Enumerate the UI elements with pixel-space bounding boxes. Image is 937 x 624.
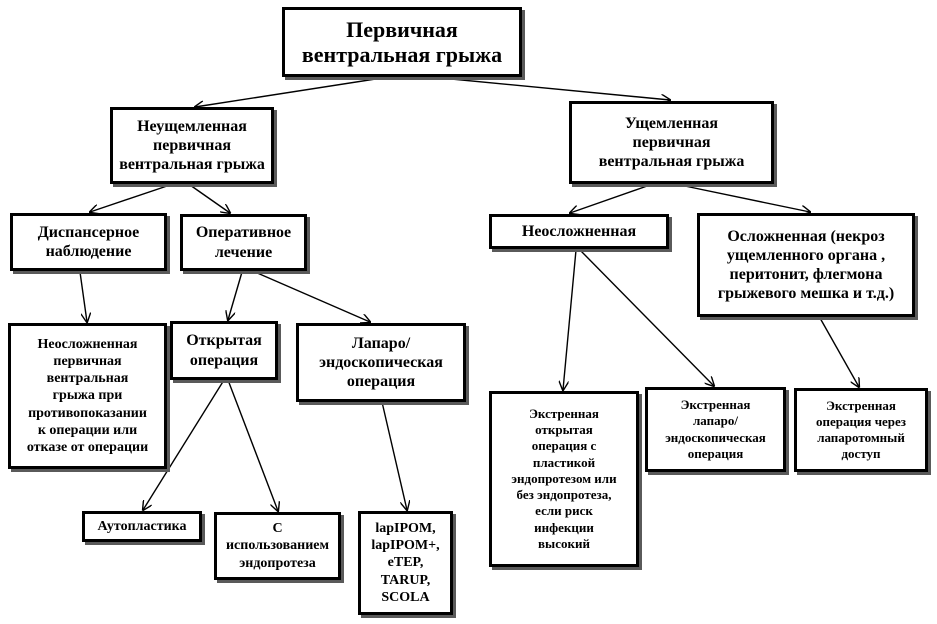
node-dispensary-line-2: наблюдение — [45, 243, 132, 260]
node-lap-techniques-line-5: SCOLA — [381, 589, 430, 605]
node-root-line-2: вентральная грыжа — [301, 42, 503, 67]
node-lap-techniques: lapIPOM, lapIPOM+, eTEP, TARUP, SCOLA — [358, 511, 453, 615]
node-endoprosthesis: С использованием эндопротеза — [214, 512, 341, 580]
node-endoprosthesis-line-3: эндопротеза — [239, 555, 316, 571]
node-complicated-line-3: перитонит, флегмона — [729, 266, 883, 283]
node-dispensary: Диспансерное наблюдение — [10, 213, 167, 271]
node-lap-techniques-line-4: TARUP, — [380, 572, 431, 588]
node-emergency-lap-line-1: Экстренная — [680, 397, 751, 412]
node-strangulated-line-3: вентральная грыжа — [598, 153, 745, 171]
edge-uncomplicated-to-emergency-lap — [579, 249, 714, 386]
node-non-strangulated-line-3: вентральная грыжа — [119, 156, 265, 174]
edge-operative-to-open — [228, 271, 243, 320]
edge-non-strangulated-to-dispensary — [90, 184, 171, 212]
edge-strangulated-to-uncomplicated — [570, 184, 651, 213]
node-complicated: Осложненная (некроз ущемленного органа ,… — [697, 213, 915, 317]
node-contraindication-line-4: грыжа при — [52, 388, 123, 404]
node-emergency-laparotomy-line-3: лапаротомный — [817, 430, 905, 445]
node-emergency-open-line-4: пластикой — [532, 454, 596, 470]
node-contraindication: Неосложненная первичная вентральная грыж… — [8, 323, 167, 469]
edge-strangulated-to-complicated — [679, 184, 810, 212]
node-open-operation-line-2: операция — [189, 351, 259, 369]
node-emergency-lap-line-3: эндоскопическая — [665, 429, 766, 445]
node-lap-operation-line-1: Лапаро/ — [351, 334, 411, 352]
node-emergency-laparotomy-line-1: Экстренная — [826, 397, 896, 413]
node-autoplasty-line-1: Аутопластика — [97, 518, 187, 534]
node-open-operation: Открытая операция — [170, 321, 278, 380]
edge-open-to-autoplasty — [143, 379, 225, 510]
node-lap-operation-line-3: операция — [346, 373, 416, 391]
node-contraindication-line-7: отказе от операции — [26, 439, 149, 455]
node-emergency-open-line-9: высокий — [538, 535, 590, 551]
node-complicated-line-4: грыжевого мешка и т.д.) — [717, 285, 895, 303]
node-strangulated-line-2: первичная — [632, 133, 711, 151]
node-emergency-lap: Экстренная лапаро/ эндоскопическая опера… — [645, 387, 786, 472]
edge-operative-to-lap — [254, 271, 370, 322]
edge-uncomplicated-to-emergency-open — [563, 249, 577, 390]
node-emergency-lap-line-2: лапаро/ — [693, 413, 738, 429]
node-strangulated-line-1: Ущемленная — [624, 114, 719, 132]
node-dispensary-line-1: Диспансерное — [37, 223, 140, 241]
node-contraindication-line-1: Неосложненная — [37, 337, 138, 353]
node-emergency-laparotomy: Экстренная операция через лапаротомный д… — [794, 388, 928, 472]
node-emergency-open-line-8: инфекции — [534, 519, 594, 535]
node-emergency-open-line-3: операция с — [531, 438, 597, 454]
edge-root-to-non-strangulated — [195, 75, 396, 107]
edge-root-to-strangulated — [419, 75, 670, 100]
node-emergency-open-line-2: открытая — [535, 422, 593, 438]
node-lap-techniques-line-3: eTEP, — [387, 555, 424, 571]
node-endoprosthesis-line-2: использованием — [225, 538, 330, 554]
node-emergency-open-line-1: Экстренная — [529, 405, 599, 421]
node-lap-operation: Лапаро/ эндоскопическая операция — [296, 323, 466, 402]
node-contraindication-line-2: первичная — [53, 354, 122, 370]
edge-lap-to-techniques — [381, 401, 407, 510]
node-operative-line-1: Оперативное — [195, 224, 292, 242]
node-endoprosthesis-line-1: С — [272, 521, 283, 537]
node-emergency-laparotomy-line-4: доступ — [841, 446, 881, 462]
node-open-operation-line-1: Открытая — [186, 332, 262, 350]
edge-non-strangulated-to-operative — [189, 184, 230, 213]
edge-dispensary-to-contraindication — [79, 271, 87, 322]
node-contraindication-line-6: к операции или — [37, 422, 138, 438]
node-emergency-open-line-7: если риск — [535, 503, 593, 519]
node-operative: Оперативное лечение — [180, 214, 307, 271]
edge-open-to-endoprosthesis — [227, 379, 278, 511]
node-root: Первичная вентральная грыжа — [282, 7, 522, 77]
node-emergency-laparotomy-line-2: операция через — [815, 413, 907, 429]
node-uncomplicated-line-1: Неосложненная — [521, 222, 637, 240]
node-lap-operation-line-2: эндоскопическая — [319, 353, 443, 371]
node-non-strangulated-line-1: Неущемленная — [137, 117, 247, 135]
node-non-strangulated-line-2: первичная — [153, 136, 231, 154]
node-emergency-open-line-6: без эндопротеза, — [516, 487, 612, 503]
node-operative-line-2: лечение — [214, 243, 273, 261]
node-emergency-open: Экстренная открытая операция с пластикой… — [489, 391, 639, 567]
node-contraindication-line-5: противопоказании — [28, 405, 147, 421]
node-uncomplicated: Неосложненная — [489, 214, 669, 249]
node-emergency-lap-line-4: операция — [687, 445, 744, 461]
edge-complicated-to-emergency-laparotomy — [819, 317, 859, 387]
node-emergency-open-line-5: эндопротезом или — [511, 470, 617, 486]
node-lap-techniques-line-2: lapIPOM+, — [371, 538, 440, 554]
node-root-line-1: Первичная — [346, 16, 458, 42]
node-lap-techniques-line-1: lapIPOM, — [375, 521, 436, 537]
node-complicated-line-1: Осложненная (некроз — [727, 227, 885, 245]
node-strangulated: Ущемленная первичная вентральная грыжа — [569, 101, 774, 184]
node-non-strangulated: Неущемленная первичная вентральная грыжа — [110, 107, 274, 184]
node-complicated-line-2: ущемленного органа , — [726, 246, 886, 264]
node-contraindication-line-3: вентральная — [46, 371, 129, 387]
node-autoplasty: Аутопластика — [82, 511, 202, 542]
